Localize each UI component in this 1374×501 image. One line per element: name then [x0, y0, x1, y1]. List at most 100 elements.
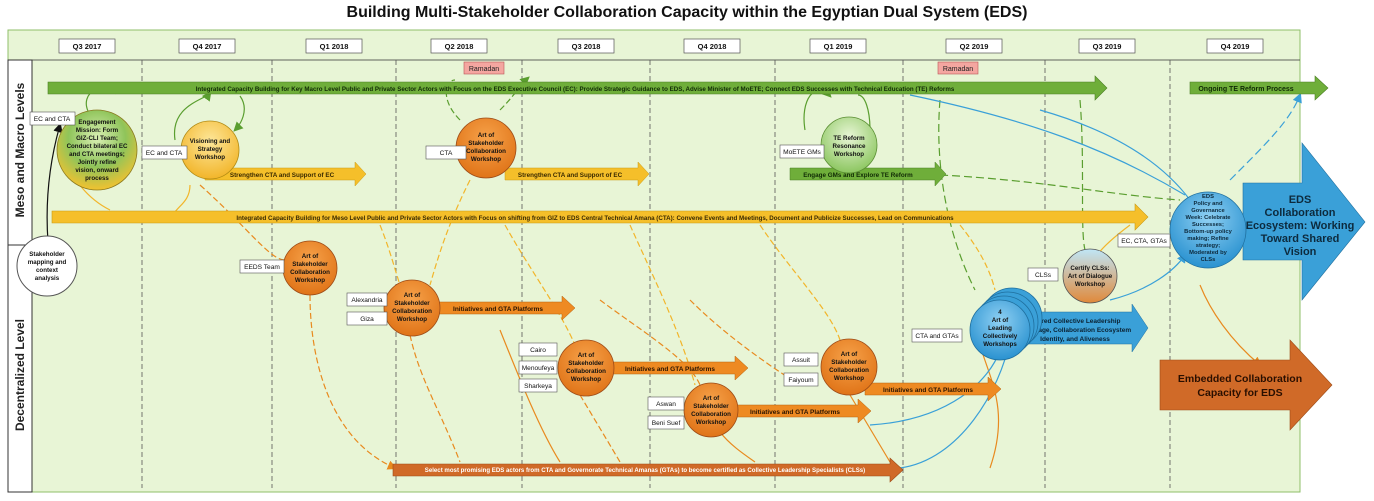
art-cairo-line-1: Stakeholder	[568, 360, 604, 367]
leading-line-0: 4	[998, 309, 1002, 316]
quarter-label: Q3 2019	[1093, 42, 1122, 51]
quarter-label: Q3 2018	[572, 42, 601, 51]
ongoing-reform-arrow: Ongoing TE Reform Process	[1189, 75, 1329, 101]
label-ec-cta-1: EC and CTA	[34, 116, 71, 123]
art-aswan-line-0: Art of	[703, 395, 720, 402]
leading-collectively-workshops-node: 4 Art of Leading Collectively Workshops	[969, 287, 1043, 361]
ramadan-tag-2018	[463, 61, 505, 75]
eds-week-line-5: Bottom-up policy	[1184, 229, 1232, 235]
eeds-line-0: Art of	[302, 253, 319, 260]
art-cta-line-0: Art of	[478, 132, 495, 139]
eds-week-line-3: Week: Celebrate	[1186, 215, 1232, 221]
eds-week-line-6: making; Refine	[1187, 236, 1229, 242]
initiatives-label-4: Initiatives and GTA Platforms	[883, 387, 973, 394]
stakeholder-line-2: context	[36, 267, 58, 274]
label-box-eeds-team	[239, 259, 285, 274]
art-alexandria-workshop-node: Art of Stakeholder Collaboration Worksho…	[383, 279, 441, 337]
te-reform-workshop-node: TE Reform Resonance Workshop	[820, 116, 878, 174]
leading-line-1: Art of	[992, 317, 1009, 324]
art-alex-line-0: Art of	[404, 292, 421, 299]
label-box-ec-cta-1	[29, 111, 76, 126]
art-assuit-line-1: Stakeholder	[831, 359, 867, 366]
initiatives-label-3: Initiatives and GTA Platforms	[750, 409, 840, 416]
label-box-clss	[1027, 267, 1059, 282]
ecosystem-line-3: Toward Shared	[1261, 233, 1340, 245]
certify-clss-workshop-node: Certify CLSs: Art of Dialogue Workshop	[1062, 248, 1118, 304]
engagement-line-1: Mission: Form	[76, 127, 119, 134]
quarter-header-box	[58, 38, 116, 54]
label-box-sharkeya	[518, 378, 558, 393]
label-ec-cta-2: EC and CTA	[146, 150, 183, 157]
label-box-moete	[779, 144, 825, 159]
stakeholder-line-0: Stakeholder	[29, 251, 65, 258]
engage-arrow: Engage GMs and Explore TE Reform	[789, 161, 947, 187]
label-ec-cta-gtas: EC, CTA, GTAs	[1121, 238, 1167, 245]
diagram-title: Building Multi-Stakeholder Collaboration…	[346, 4, 1028, 21]
ongoing-reform-label: Ongoing TE Reform Process	[1198, 86, 1293, 93]
strengthen-arrow-2: Strengthen CTA and Support of EC	[504, 161, 650, 187]
engagement-line-0: Engagement	[78, 119, 115, 126]
certification-band-arrow: Select most promising EDS actors from CT…	[392, 457, 904, 483]
art-assuit-line-0: Art of	[841, 351, 858, 358]
embedded-line-0: Embedded Collaboration	[1178, 373, 1302, 385]
visioning-line-1: Strategy	[198, 146, 223, 153]
ecosystem-line-0: EDS	[1289, 194, 1312, 206]
initiatives-label-1: Initiatives and GTA Platforms	[453, 306, 543, 313]
label-aswan: Aswan	[656, 401, 676, 408]
eds-week-line-1: Policy and	[1194, 201, 1223, 207]
strengthen-label-1: Strengthen CTA and Support of EC	[230, 172, 335, 179]
level-label-bottom: Decentralized Level	[13, 319, 27, 431]
art-assuit-line-3: Workshop	[834, 375, 864, 382]
stakeholder-line-3: analysis	[35, 275, 60, 282]
art-cairo-line-2: Collaboration	[566, 368, 606, 375]
strengthen-label-2: Strengthen CTA and Support of EC	[518, 172, 623, 179]
art-assuit-line-2: Collaboration	[829, 367, 869, 374]
shared-leadership-arrow: Shared Collective Leadership Language, C…	[1009, 303, 1149, 353]
label-giza: Giza	[360, 316, 374, 323]
quarter-header-box	[1078, 38, 1136, 54]
quarter-header-box	[1206, 38, 1264, 54]
quarter-header-box	[945, 38, 1003, 54]
art-alex-line-1: Stakeholder	[394, 300, 430, 307]
label-box-cairo	[518, 342, 558, 357]
macro-band-arrow: Integrated Capacity Building for Key Mac…	[47, 75, 1108, 101]
label-box-cta	[425, 145, 467, 160]
eds-week-line-7: strategy;	[1196, 243, 1221, 249]
label-box-assuit	[783, 352, 819, 367]
label-cta: CTA	[440, 150, 453, 157]
shared-label-0: Shared Collective Leadership	[1029, 318, 1120, 325]
eeds-line-2: Collaboration	[290, 269, 330, 276]
engage-label: Engage GMs and Explore TE Reform	[803, 172, 913, 179]
te-reform-line-1: Resonance	[832, 143, 866, 150]
visioning-line-2: Workshop	[195, 154, 225, 161]
ecosystem-line-1: Collaboration	[1265, 207, 1336, 219]
label-box-giza	[346, 311, 388, 326]
engagement-line-4: and CTA meetings;	[69, 151, 125, 158]
label-cairo: Cairo	[530, 347, 546, 354]
art-aswan-workshop-node: Art of Stakeholder Collaboration Worksho…	[683, 382, 739, 438]
art-cta-workshop-node: Art of Stakeholder Collaboration Worksho…	[455, 117, 517, 179]
visioning-workshop-node: Visioning and Strategy Workshop	[180, 120, 240, 180]
certify-line-0: Certify CLSs:	[1070, 265, 1109, 272]
initiatives-arrow-2: Initiatives and GTA Platforms	[607, 355, 749, 381]
meso-band-arrow: Integrated Capacity Building for Meso Le…	[51, 203, 1149, 231]
label-eeds-team: EEDS Team	[244, 264, 280, 271]
stakeholder-line-1: mapping and	[28, 259, 67, 266]
art-assuit-workshop-node: Art of Stakeholder Collaboration Worksho…	[820, 338, 878, 396]
macro-band-label: Integrated Capacity Building for Key Mac…	[196, 86, 955, 93]
visioning-line-0: Visioning and	[190, 138, 231, 145]
engagement-line-6: vision, onward	[75, 167, 119, 174]
eds-week-line-0: EDS	[1202, 194, 1214, 200]
eds-week-line-4: Successes;	[1192, 222, 1224, 228]
certify-line-1: Art of Dialogue	[1068, 273, 1113, 280]
eds-week-line-2: Governance	[1191, 208, 1225, 214]
label-alexandria: Alexandria	[351, 297, 382, 304]
art-aswan-line-1: Stakeholder	[693, 403, 729, 410]
shared-label-2: Identity, and Aliveness	[1040, 336, 1110, 343]
art-cairo-line-0: Art of	[578, 352, 595, 359]
embedded-outcome-arrow: Embedded Collaboration Capacity for EDS	[1159, 339, 1333, 431]
initiatives-arrow-4: Initiatives and GTA Platforms	[864, 376, 1002, 402]
art-cairo-workshop-node: Art of Stakeholder Collaboration Worksho…	[557, 339, 615, 397]
